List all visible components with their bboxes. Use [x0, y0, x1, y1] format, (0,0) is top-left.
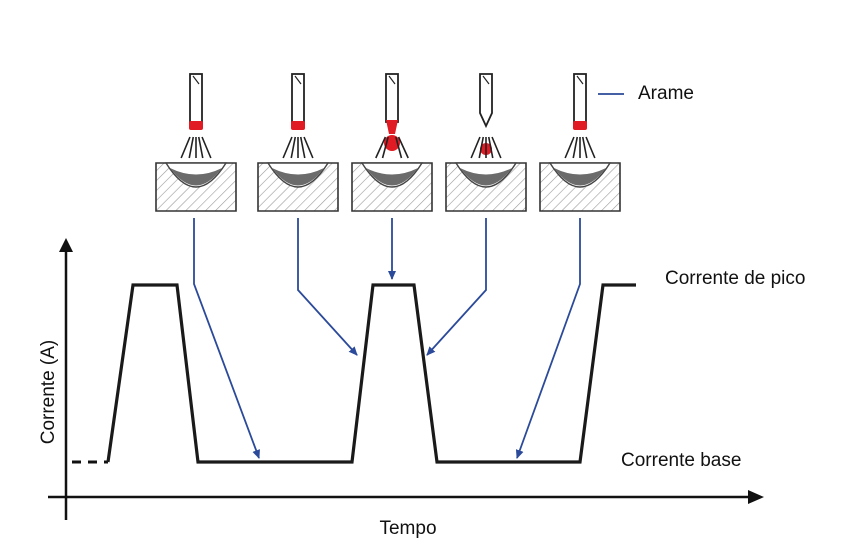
- arc-line: [397, 136, 409, 159]
- current-waveform: [72, 283, 636, 464]
- arc-line: [201, 136, 212, 159]
- arc-line: [478, 136, 485, 159]
- stage-arrows: [193, 218, 581, 459]
- arc-line: [585, 136, 596, 159]
- wire-highlight: [482, 75, 490, 85]
- wire-label: Arame: [638, 83, 694, 104]
- wire-electrode: [291, 73, 305, 123]
- y-axis-label: Corrente (A): [38, 340, 59, 445]
- arc-line: [470, 136, 481, 159]
- wire-highlight: [576, 75, 584, 85]
- droplet-neck: [386, 120, 398, 134]
- arrow-stage-4: [426, 218, 487, 356]
- arrow-stage-5: [515, 218, 581, 459]
- weld-pool: [554, 168, 606, 186]
- wire-electrode: [573, 73, 587, 123]
- arc-line: [564, 136, 575, 159]
- x-axis-arrowhead: [748, 490, 764, 504]
- arc-line: [303, 136, 314, 159]
- arc-line: [197, 136, 204, 159]
- arc-line: [188, 136, 195, 159]
- arrow-stage-1: [193, 218, 260, 459]
- waveform-line: [106, 283, 636, 464]
- wire-electrode: [385, 73, 399, 123]
- molten-tip: [189, 121, 203, 130]
- peak-current-label: Corrente de pico: [665, 268, 805, 289]
- stage-4: [445, 73, 527, 212]
- x-axis-label: Tempo: [379, 518, 436, 539]
- arrow-stage-2: [297, 218, 358, 356]
- weld-pool: [272, 168, 324, 186]
- wire-electrode: [479, 73, 493, 129]
- stage-5: [539, 73, 621, 212]
- arc-line: [282, 136, 293, 159]
- wire-highlight: [294, 75, 302, 85]
- wire-highlight: [388, 75, 396, 85]
- arc-line: [572, 136, 579, 159]
- stage-1: [155, 73, 237, 212]
- arc-line: [180, 136, 191, 159]
- arc-line: [299, 136, 306, 159]
- arc-line: [491, 136, 502, 159]
- weld-pool: [170, 168, 222, 186]
- arc-line: [375, 136, 387, 159]
- stage-3: [351, 73, 433, 212]
- arc-line: [395, 136, 403, 159]
- wire-electrode: [189, 73, 203, 123]
- y-axis-arrowhead: [59, 238, 73, 252]
- weld-pool: [460, 168, 512, 186]
- molten-tip: [291, 121, 305, 130]
- arc-line: [381, 136, 389, 159]
- weld-pool: [366, 168, 418, 186]
- molten-tip: [573, 121, 587, 130]
- transfer-stages: [155, 73, 621, 212]
- base-current-label: Corrente base: [621, 450, 741, 471]
- arc-line: [487, 136, 494, 159]
- axes: [48, 238, 764, 520]
- arc-line: [581, 136, 588, 159]
- wire-highlight: [192, 75, 200, 85]
- arc-line: [290, 136, 297, 159]
- stage-2: [257, 73, 339, 212]
